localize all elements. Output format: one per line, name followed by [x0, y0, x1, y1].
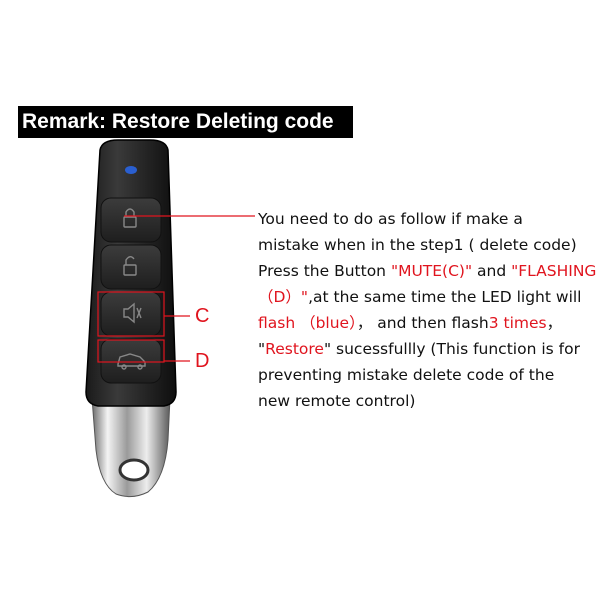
line-7: preventing mistake delete code of the: [258, 366, 555, 384]
led-indicator: [125, 166, 137, 174]
label-c: C: [195, 305, 210, 327]
line-5: flash （blue）， and then flash3 times，: [258, 310, 598, 336]
remote-button-trunk[interactable]: [100, 338, 162, 384]
line-2: mistake when in the step1 ( delete code): [258, 236, 577, 254]
line-8: new remote control): [258, 392, 416, 410]
line-5-b: ， and then flash: [356, 314, 489, 332]
trunk-car-icon: [117, 353, 146, 370]
chrome-keyring-end: [91, 397, 171, 498]
callout-lines: [97, 215, 255, 363]
line-5-d: ，: [546, 314, 563, 332]
line-6: "Restore" sucessfullly (This function is…: [258, 336, 598, 362]
flashing-label: "FLASHING: [511, 262, 597, 280]
line-3-a: Press the Button: [258, 262, 391, 280]
line-4-b: ,at the same time the LED light will: [308, 288, 582, 306]
unlock-icon: [123, 256, 137, 276]
line-4: （D）",at the same time the LED light will: [258, 284, 598, 310]
instruction-text: You need to do as follow if make a mista…: [258, 206, 598, 414]
remote-button-mute[interactable]: [100, 291, 162, 337]
three-times-text: 3 times: [488, 314, 547, 332]
line-3: Press the Button "MUTE(C)" and "FLASHING: [258, 258, 598, 284]
lock-icon: [123, 208, 137, 228]
remote-button-unlock[interactable]: [100, 244, 162, 290]
label-d: D: [195, 350, 210, 372]
line-6-c: " sucessfullly (This function is for: [323, 340, 580, 358]
flash-blue-text: flash （blue）: [258, 314, 357, 332]
mute-speaker-icon: [123, 302, 142, 324]
remark-banner: Remark: Restore Deleting code: [18, 106, 353, 138]
line-1: You need to do as follow if make a: [258, 210, 523, 228]
remark-title: Remark: Restore Deleting code: [22, 110, 334, 133]
remote-button-lock[interactable]: [100, 197, 162, 243]
restore-text: Restore: [265, 340, 324, 358]
flashing-d-label: （D）": [258, 288, 309, 306]
mute-c-label: "MUTE(C)": [390, 262, 473, 280]
line-6-a: ": [258, 340, 266, 358]
line-3-c: and: [472, 262, 512, 280]
